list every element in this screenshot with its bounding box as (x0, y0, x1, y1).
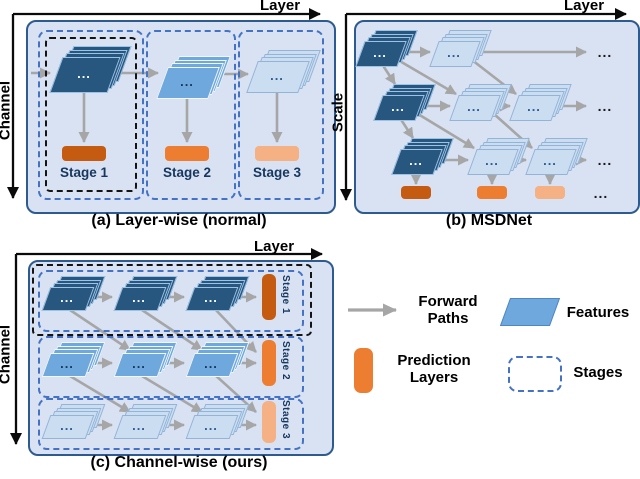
features-swatch (499, 298, 561, 326)
feature-stack: ... (467, 138, 530, 175)
prediction-layer (255, 146, 299, 161)
feature-stack: ... (185, 404, 249, 439)
feature-stack-dots: ... (543, 153, 557, 168)
panel-c-caption: (c) Channel-wise (ours) (90, 454, 268, 471)
stage1-highlight-box (45, 37, 137, 192)
scale-axis-label: Scale (329, 92, 347, 133)
prediction-layer (262, 401, 276, 443)
prediction-layers-label: Prediction Layers (397, 352, 471, 386)
layer-axis-label: Layer (254, 238, 295, 255)
stage2-dashed-box (146, 30, 236, 200)
feature-stack-dots: ... (527, 99, 541, 114)
feature-stack-dots: ... (180, 74, 194, 89)
feature-stack-dots: ... (373, 45, 387, 60)
feature-stack: ... (373, 84, 436, 121)
channel-axis-label: Channel (0, 80, 14, 141)
stage1-highlight-box (32, 264, 312, 336)
feature-stack-dots: ... (270, 68, 284, 83)
stage-label: Stage 2 (162, 165, 212, 180)
channel-axis-label: Channel (0, 324, 14, 385)
feature-stack: ... (509, 84, 572, 121)
feature-stack-dots: ... (132, 356, 146, 371)
stage3-dashed-box (238, 30, 324, 200)
prediction-layer (477, 186, 507, 199)
feature-stack: ... (391, 138, 454, 175)
panel-a-caption: (a) Layer-wise (normal) (91, 212, 267, 229)
feature-stack-dots: ... (447, 45, 461, 60)
feature-stack: ... (185, 276, 249, 311)
forward-paths-label: Forward Paths (418, 293, 478, 327)
stages-label: Stages (573, 364, 623, 381)
feature-stack-dots: ... (132, 290, 146, 305)
more-predictions-dots: ... (593, 185, 609, 201)
layer-axis-label: Layer (564, 0, 605, 14)
feature-stack-dots: ... (485, 153, 499, 168)
feature-stack: ... (246, 50, 321, 93)
feature-stack-dots: ... (60, 290, 74, 305)
stage2-dashed-box (38, 336, 304, 398)
stage-label: Stage 1 (280, 275, 291, 315)
prediction-layer (535, 186, 565, 199)
stage3-dashed-box (38, 398, 304, 450)
prediction-layer (62, 146, 106, 161)
feature-stack-dots: ... (77, 66, 91, 81)
prediction-layer-swatch (354, 348, 373, 393)
prediction-layer (262, 340, 276, 386)
more-layers-dots: ... (597, 152, 613, 168)
panel-c: ... ... ... ... ... ... ... ... ... Stag… (0, 238, 338, 479)
feature-stack-dots: ... (204, 356, 218, 371)
features-label: Features (566, 304, 630, 321)
feature-stack: ... (41, 342, 105, 377)
feature-stack: ... (355, 30, 418, 67)
stage1-dashed-box (38, 270, 304, 332)
feature-stack: ... (41, 276, 105, 311)
legend: Forward Paths Features Prediction Layers… (338, 240, 640, 479)
feature-stack: ... (185, 342, 249, 377)
stages-swatch (508, 356, 562, 392)
prediction-layer (262, 274, 276, 320)
feature-stack: ... (113, 342, 177, 377)
feature-stack-dots: ... (467, 99, 481, 114)
feature-stack-dots: ... (204, 290, 218, 305)
feature-stack-dots: ... (132, 418, 146, 433)
feature-stack-dots: ... (204, 418, 218, 433)
stage-label: Stage 1 (59, 165, 109, 180)
panel-b: ... ... ... ... ... ... ... ... ... ... … (330, 0, 640, 240)
more-layers-dots: ... (597, 98, 613, 114)
stage-label: Stage 3 (252, 165, 302, 180)
prediction-layer (401, 186, 431, 199)
feature-stack: ... (156, 56, 231, 99)
feature-stack: ... (113, 276, 177, 311)
panel-a: ... ... ... Stage 1 Stage 2 Stage 3 Laye… (0, 0, 338, 240)
panel-b-caption: (b) MSDNet (445, 212, 533, 229)
more-layers-dots: ... (597, 44, 613, 60)
stage-label: Stage 2 (280, 341, 291, 381)
prediction-layer (165, 146, 209, 161)
feature-stack: ... (41, 404, 105, 439)
feature-stack: ... (113, 404, 177, 439)
feature-stack: ... (429, 30, 492, 67)
stage-label: Stage 3 (280, 400, 291, 440)
stage1-dashed-box (38, 30, 144, 200)
feature-stack-dots: ... (60, 356, 74, 371)
feature-stack: ... (449, 84, 512, 121)
feature-stack-dots: ... (60, 418, 74, 433)
layer-axis-label: Layer (260, 0, 301, 14)
feature-stack-dots: ... (391, 99, 405, 114)
feature-stack: ... (525, 138, 588, 175)
feature-stack-dots: ... (409, 153, 423, 168)
feature-stack: ... (49, 46, 132, 93)
